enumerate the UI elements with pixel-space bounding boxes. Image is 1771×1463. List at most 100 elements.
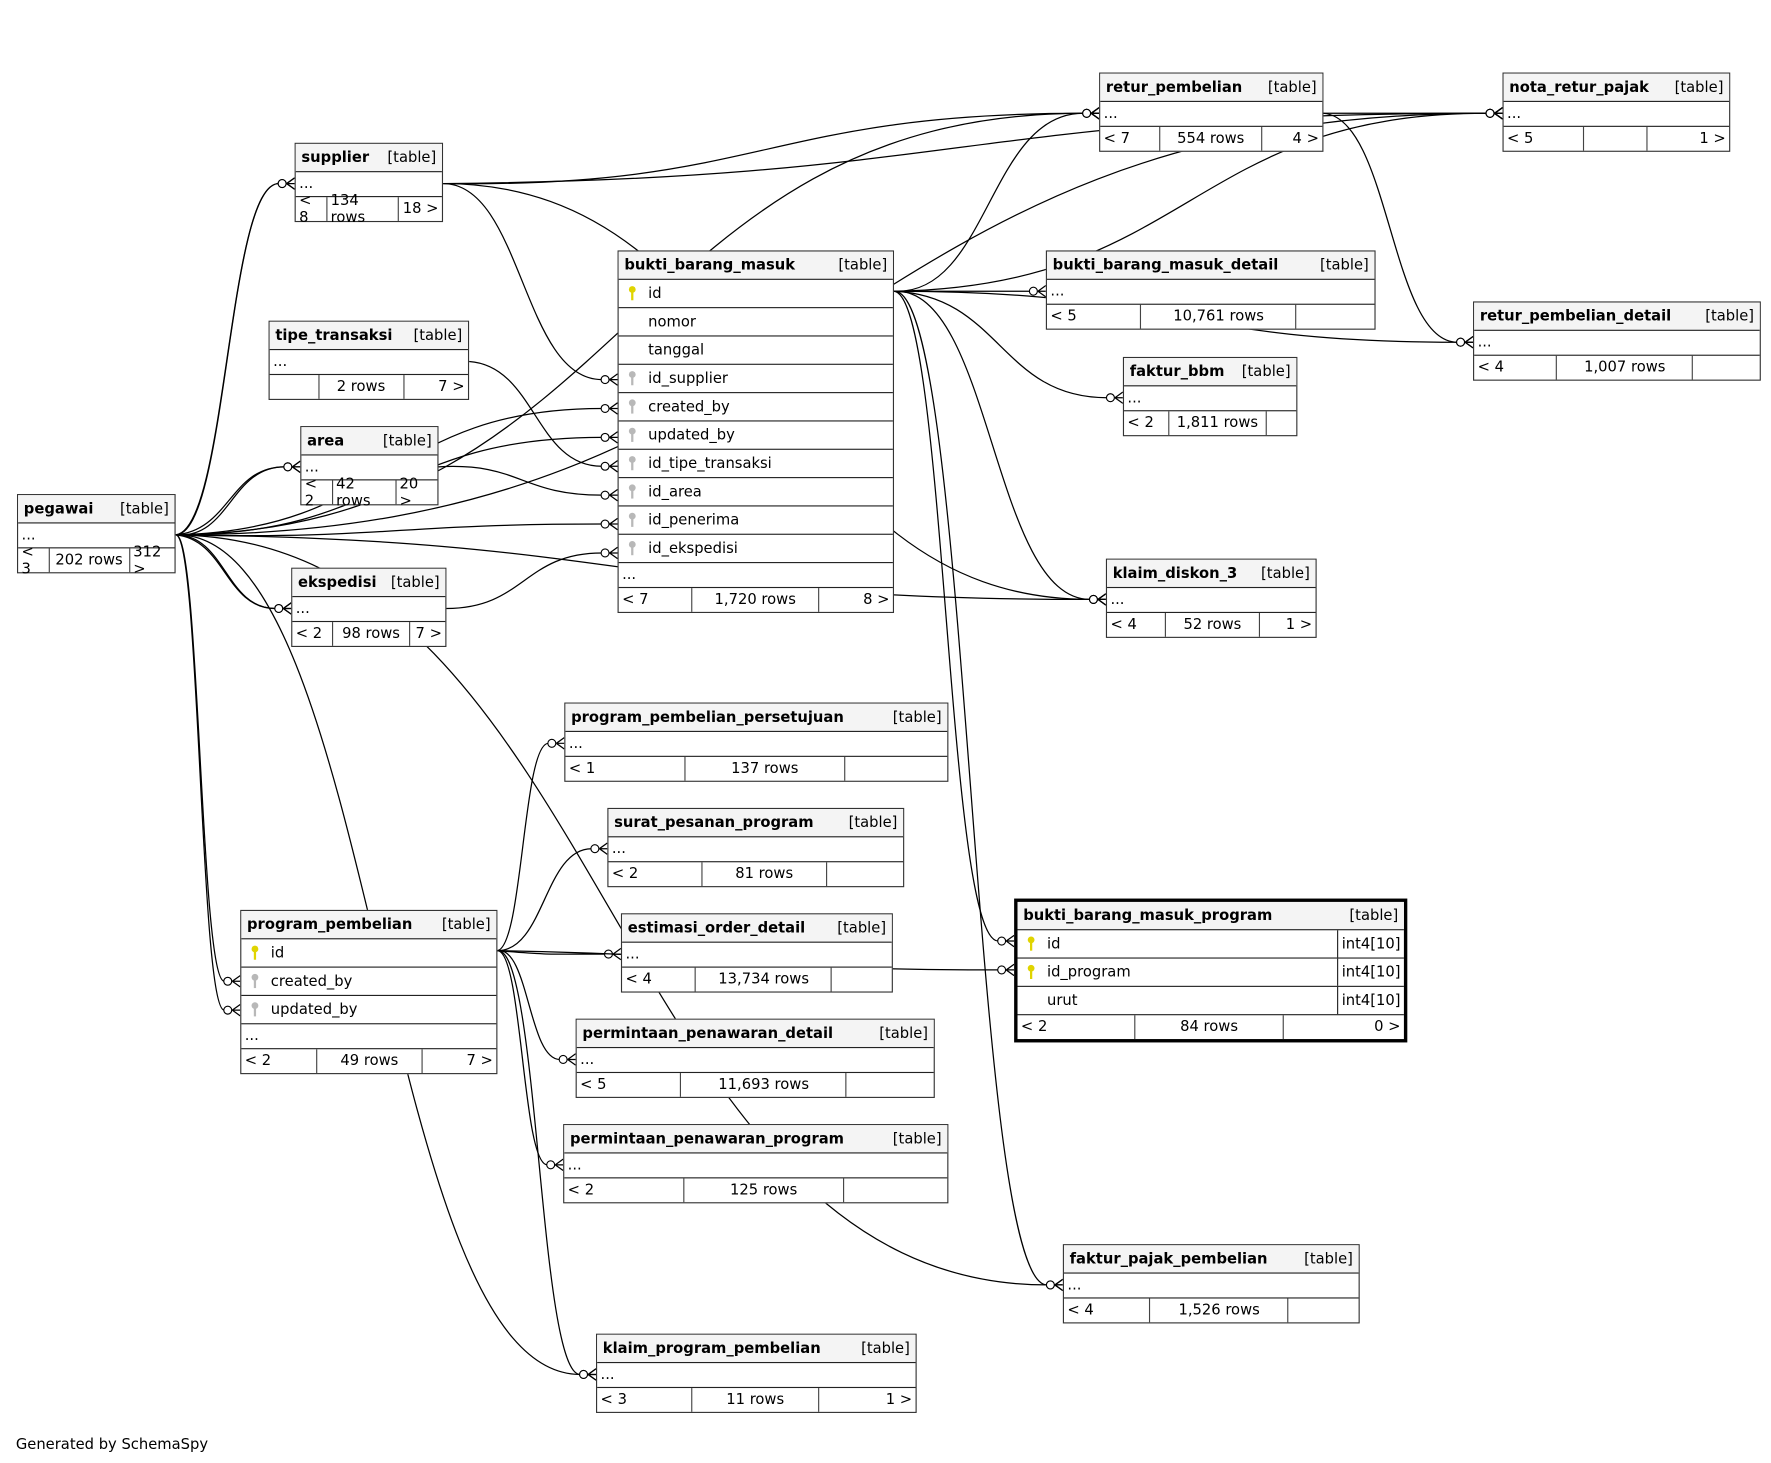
more-columns-ellipsis[interactable]: ...: [269, 350, 468, 376]
parent-count-link[interactable]: < 2: [1124, 411, 1169, 436]
child-count-link[interactable]: [1297, 305, 1375, 329]
column-row[interactable]: id: [241, 939, 497, 968]
child-count-link[interactable]: 7 >: [466, 1052, 493, 1070]
child-count-link[interactable]: [827, 862, 903, 886]
column-row[interactable]: id_tipe_transaksi: [618, 450, 893, 479]
child-count-link[interactable]: 1 >: [885, 1391, 913, 1409]
more-columns-ellipsis[interactable]: ...: [622, 943, 892, 968]
parent-count-link[interactable]: < 2: [564, 1178, 685, 1203]
child-count-link[interactable]: 312 >: [133, 543, 162, 578]
table-name[interactable]: permintaan_penawaran_detail: [582, 1024, 834, 1042]
table-name[interactable]: area: [307, 432, 345, 450]
more-columns-ellipsis[interactable]: ...: [1063, 1274, 1359, 1299]
table-name[interactable]: retur_pembelian: [1105, 78, 1243, 96]
parent-count-link[interactable]: < 2: [301, 475, 333, 509]
parent-count-link[interactable]: < 5: [577, 1073, 682, 1097]
column-row[interactable]: updated_by: [241, 996, 497, 1025]
child-count-link[interactable]: 1 >: [1699, 130, 1726, 148]
parent-count-link[interactable]: < 8: [296, 192, 328, 226]
parent-count-link[interactable]: < 2: [241, 1049, 318, 1074]
more-columns-ellipsis[interactable]: ...: [597, 1363, 916, 1389]
table-name[interactable]: program_pembelian_persetujuan: [571, 708, 844, 726]
parent-count-link[interactable]: < 7: [619, 588, 693, 612]
parent-count-link[interactable]: < 1: [565, 756, 686, 781]
parent-count-link[interactable]: < 2: [292, 622, 333, 646]
parent-count-link[interactable]: < 3: [18, 543, 50, 577]
parent-count-link[interactable]: < 4: [1474, 355, 1558, 380]
child-count-link[interactable]: [847, 1073, 934, 1097]
column-row[interactable]: id_area: [618, 478, 893, 507]
more-columns-ellipsis[interactable]: ...: [576, 1048, 934, 1074]
parent-count-link[interactable]: < 5: [1504, 126, 1585, 151]
child-count-link[interactable]: 1 >: [1285, 616, 1313, 634]
column-row[interactable]: nomor: [618, 308, 893, 337]
column-row[interactable]: id: [618, 280, 893, 309]
table-name[interactable]: supplier: [301, 149, 370, 166]
more-columns-ellipsis[interactable]: ...: [618, 563, 893, 589]
table-name[interactable]: nota_retur_pajak: [1509, 78, 1649, 96]
child-count-link[interactable]: 4 >: [1292, 130, 1319, 148]
child-count-link[interactable]: [832, 968, 892, 992]
parent-count-link[interactable]: < 7: [1100, 126, 1161, 151]
parent-count-link[interactable]: < 4: [1064, 1298, 1151, 1323]
child-count-link[interactable]: [1267, 411, 1296, 435]
child-count-link[interactable]: [1693, 356, 1759, 380]
more-columns-ellipsis[interactable]: ...: [564, 1153, 948, 1179]
child-count-link[interactable]: 20 >: [399, 475, 419, 510]
table-name[interactable]: klaim_diskon_3: [1112, 564, 1238, 582]
parent-count-link[interactable]: [270, 375, 320, 399]
table-name[interactable]: pegawai: [23, 500, 94, 518]
child-count-link[interactable]: [844, 1178, 948, 1202]
more-columns-ellipsis[interactable]: ...: [301, 456, 438, 481]
column-row[interactable]: created_by: [618, 393, 893, 422]
table-program-pembelian-persetujuan[interactable]: program_pembelian_persetujuan[table]...<…: [564, 702, 949, 782]
parent-count-link[interactable]: < 2: [608, 862, 703, 887]
column-row[interactable]: id_penerima: [618, 506, 893, 535]
child-count-link[interactable]: 18 >: [402, 200, 439, 218]
more-columns-ellipsis[interactable]: ...: [241, 1024, 497, 1050]
table-name[interactable]: faktur_bbm: [1129, 363, 1225, 381]
child-count-link[interactable]: 8 >: [863, 591, 890, 609]
column-row[interactable]: created_by: [241, 968, 497, 996]
table-name[interactable]: program_pembelian: [247, 916, 413, 934]
more-columns-ellipsis[interactable]: ...: [1046, 280, 1375, 305]
parent-count-link[interactable]: < 4: [1107, 613, 1167, 637]
more-columns-ellipsis[interactable]: ...: [1124, 386, 1297, 412]
more-columns-ellipsis[interactable]: ...: [565, 732, 948, 757]
parent-count-link[interactable]: < 5: [1047, 304, 1142, 329]
table-permintaan-penawaran-detail[interactable]: permintaan_penawaran_detail[table]...< 5…: [575, 1018, 935, 1098]
child-count-link[interactable]: 7 >: [438, 378, 465, 396]
table-name[interactable]: klaim_program_pembelian: [602, 1339, 821, 1357]
more-columns-ellipsis[interactable]: ...: [608, 837, 904, 863]
table-name[interactable]: retur_pembelian_detail: [1479, 307, 1672, 325]
child-count-link[interactable]: 7 >: [415, 625, 442, 643]
column-row[interactable]: id_ekspedisi: [618, 535, 893, 564]
child-count-link[interactable]: 0 >: [1374, 1018, 1401, 1036]
table-name[interactable]: tipe_transaksi: [275, 326, 393, 344]
more-columns-ellipsis[interactable]: ...: [292, 597, 446, 623]
table-name[interactable]: estimasi_order_detail: [627, 919, 806, 937]
more-columns-ellipsis[interactable]: ...: [1474, 331, 1760, 356]
table-name[interactable]: faktur_pajak_pembelian: [1069, 1250, 1268, 1268]
table-name[interactable]: bukti_barang_masuk_detail: [1052, 256, 1279, 274]
table-name[interactable]: surat_pesanan_program: [614, 814, 814, 832]
table-name[interactable]: bukti_barang_masuk: [624, 256, 796, 274]
table-name[interactable]: permintaan_penawaran_program: [569, 1130, 845, 1148]
child-count-link[interactable]: [1289, 1299, 1359, 1323]
more-columns-ellipsis[interactable]: ...: [18, 523, 175, 549]
